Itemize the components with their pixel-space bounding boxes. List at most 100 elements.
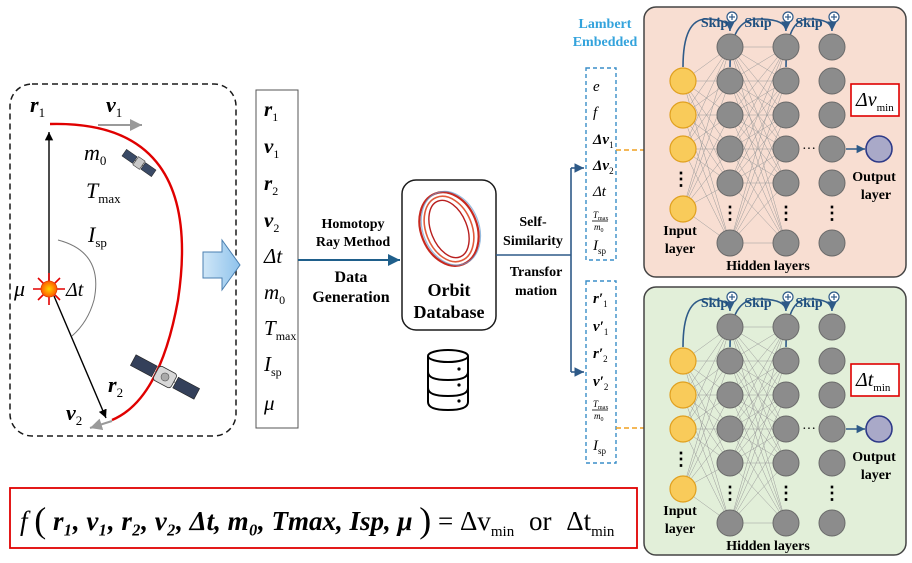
input-param: μ (263, 391, 275, 415)
skip-label: Skip (744, 16, 771, 31)
database-label-2: Database (414, 302, 485, 322)
hidden-ellipsis: ⋮ (823, 203, 841, 223)
input-node (669, 195, 697, 223)
hidden-node (772, 67, 800, 95)
input-param: r1 (264, 97, 278, 124)
hidden-node (772, 381, 800, 409)
homotopy-label-1: Homotopy (322, 217, 385, 232)
feature-item: Δv1 (592, 132, 614, 150)
input-layer-label: layer (665, 242, 695, 257)
tmax-label: Tmax (86, 178, 121, 206)
feature-box-bottom (585, 280, 617, 464)
feature-item: r′2 (593, 346, 608, 364)
hidden-ellipsis: ⋮ (721, 203, 739, 223)
formula-text: f ( r₁, v₁, r₂, v₂, Δt, m₀, Tmax, Isp, μ… (20, 500, 615, 542)
skip-label: Skip (795, 296, 822, 311)
r2-vector (53, 295, 107, 419)
r2-label: r2 (108, 372, 123, 400)
hidden-ellipsis: ⋮ (823, 483, 841, 503)
hidden-node (716, 381, 744, 409)
r1-label: r1 (30, 92, 45, 120)
hidden-node (716, 415, 744, 443)
input-parameter-box (255, 89, 299, 429)
input-param: r2 (264, 171, 278, 198)
datagen-label-2: Generation (312, 289, 389, 306)
v2-label: v2 (66, 400, 82, 428)
homotopy-label-2: Ray Method (316, 235, 390, 250)
hidden-node (818, 415, 846, 443)
hidden-node (716, 135, 744, 163)
hidden-node (818, 135, 846, 163)
skip-label: Skip (744, 296, 771, 311)
hidden-node (716, 449, 744, 477)
transform-label-2: mation (515, 284, 557, 299)
hidden-node (818, 169, 846, 197)
hidden-node (716, 509, 744, 537)
svg-text:Δtmin: Δtmin (855, 369, 891, 394)
database-icon (427, 349, 469, 412)
feature-item: Δv2 (592, 158, 614, 176)
flow-arrow-icon (202, 238, 241, 292)
hidden-node (716, 169, 744, 197)
database-label-1: Orbit (428, 280, 471, 300)
input-node (669, 347, 697, 375)
isp-label: Isp (87, 222, 107, 250)
hidden-node (818, 449, 846, 477)
hidden-node (716, 229, 744, 257)
target-output-box: Δvmin (850, 83, 900, 117)
hidden-node (772, 33, 800, 61)
orbit-rings-icon (418, 190, 482, 267)
orbit-database-box (401, 179, 497, 331)
input-layer-label: Input (663, 224, 697, 239)
skip-add-icon (726, 291, 738, 303)
input-param: Tmax (264, 316, 296, 343)
input-node (669, 135, 697, 163)
input-node (669, 475, 697, 503)
hidden-node (772, 229, 800, 257)
skip-label: Skip (701, 16, 728, 31)
hidden-ellipsis: ⋮ (777, 483, 795, 503)
feature-item: v′2 (593, 374, 608, 392)
hidden-node (818, 67, 846, 95)
hidden-node (772, 169, 800, 197)
skip-add-icon (726, 11, 738, 23)
hidden-node (716, 347, 744, 375)
feature-item: v′1 (593, 319, 608, 337)
mu-label: μ (13, 276, 25, 301)
hidden-ellipsis: ⋮ (721, 483, 739, 503)
input-param: m0 (264, 280, 285, 307)
selfsim-label-1: Self- (519, 215, 547, 230)
layer-ellipsis: ··· (802, 422, 816, 437)
lambert-label-1: Lambert (579, 17, 632, 32)
hidden-node (818, 33, 846, 61)
input-ellipsis: ⋮ (672, 169, 690, 189)
hidden-node (772, 509, 800, 537)
hidden-node (716, 67, 744, 95)
feature-item: Isp (592, 238, 607, 256)
v1-label: v1 (106, 92, 122, 120)
svg-text:Δvmin: Δvmin (855, 89, 894, 114)
feature-item: Isp (592, 438, 607, 456)
svg-text:m0: m0 (594, 411, 604, 423)
hidden-node (772, 347, 800, 375)
v2-vector (89, 418, 113, 431)
skip-label: Skip (795, 16, 822, 31)
input-node (669, 101, 697, 129)
transfer-arc (49, 122, 184, 422)
output-node (865, 415, 893, 443)
svg-text:m0: m0 (594, 222, 604, 234)
dt-label: Δt (65, 279, 84, 301)
satellite-icon-small (121, 149, 157, 177)
hidden-node (772, 449, 800, 477)
input-layer-label: layer (665, 522, 695, 537)
formula-box (9, 487, 638, 549)
input-node (669, 381, 697, 409)
satellite-icon-large (129, 354, 201, 400)
dt-angle-arc (57, 239, 97, 337)
